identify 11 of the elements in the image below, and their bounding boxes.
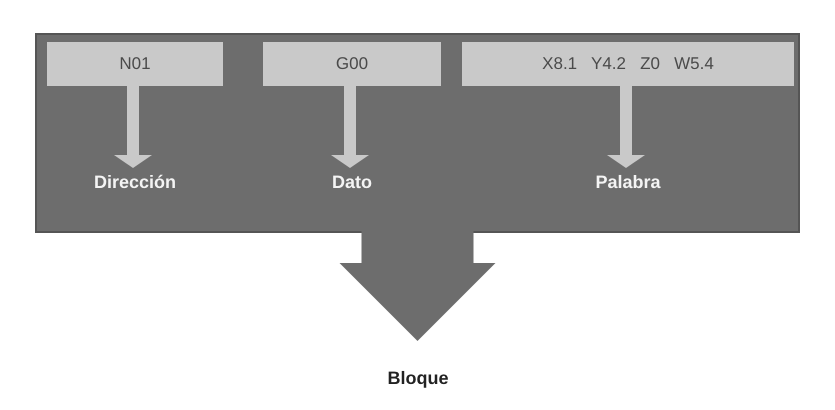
code-box [263,42,441,86]
code-box [462,42,794,86]
term-text: Dato [332,172,372,192]
term-text: Bloque [388,368,448,389]
code-text: G00 [336,54,368,74]
term-text: Dirección [94,172,176,192]
code-text: N01 [119,54,151,74]
block-panel [35,33,800,233]
code-box [47,42,223,86]
code-text: X8.1 Y4.2 Z0 W5.4 [542,54,714,74]
term-text: Palabra [595,172,661,192]
